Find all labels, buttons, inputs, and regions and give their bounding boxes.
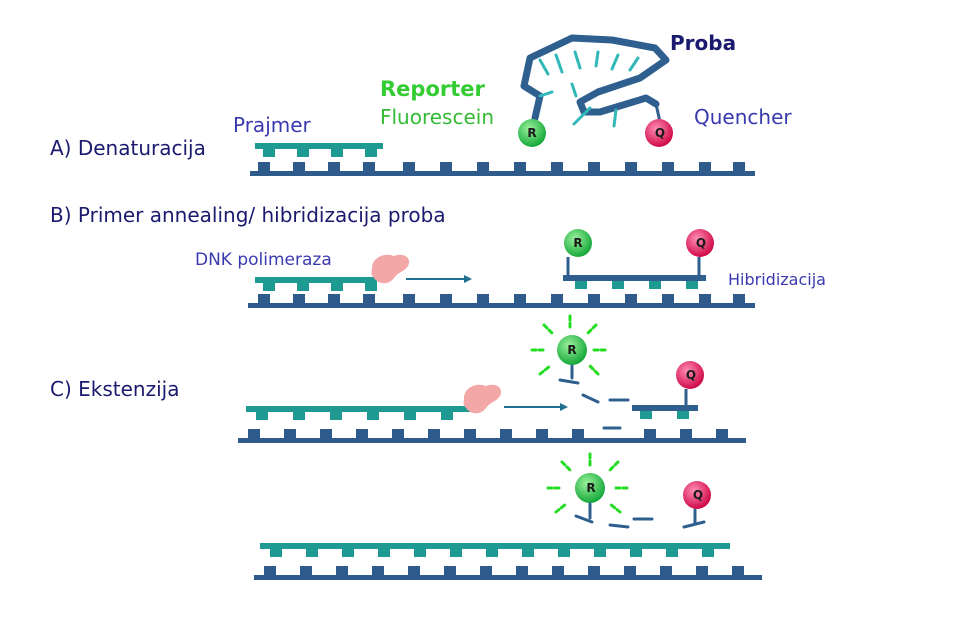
template-strand	[238, 429, 746, 443]
extended-strand	[246, 406, 476, 420]
probe-hybridized	[563, 257, 706, 289]
quencher-letter: Q	[686, 368, 696, 382]
extended-strand	[260, 543, 730, 557]
fluorescence-rays	[546, 452, 632, 514]
reporter-letter: R	[567, 343, 576, 357]
extension-arrow	[406, 275, 472, 283]
template-strand	[254, 566, 762, 580]
template-strand	[248, 294, 755, 308]
template-strand	[250, 162, 755, 176]
probe-remaining	[632, 389, 698, 419]
extension-arrow	[504, 403, 568, 411]
dnk-polimeraza-label: DNK polimeraza	[195, 250, 332, 270]
step-c-label: C) Ekstenzija	[50, 377, 179, 401]
reporter-label: Reporter	[380, 77, 486, 101]
reporter-dye: R	[518, 119, 546, 147]
section-b: B) Primer annealing/ hibridizacija proba…	[50, 203, 826, 308]
quencher-dye: Q	[645, 119, 673, 147]
step-b-label: B) Primer annealing/ hibridizacija proba	[50, 203, 446, 227]
reporter-letter: R	[586, 481, 595, 495]
section-a: R Q A) Denaturacija Prajmer Reporter Flu…	[50, 31, 792, 176]
hibridizacija-label: Hibridizacija	[728, 270, 826, 289]
section-c: C) Ekstenzija R	[50, 314, 746, 443]
reporter-dye: R	[564, 229, 592, 257]
quencher-letter: Q	[655, 126, 665, 140]
reporter-dye-released: R	[557, 335, 587, 365]
quencher-dye: Q	[686, 229, 714, 257]
proba-label: Proba	[670, 31, 736, 55]
polymerase-blob	[371, 254, 410, 284]
reporter-letter: R	[527, 126, 536, 140]
quencher-letter: Q	[696, 236, 706, 250]
fluorescein-label: Fluorescein	[380, 105, 494, 129]
quencher-dye: Q	[683, 481, 711, 509]
prajmer-label: Prajmer	[233, 113, 312, 137]
probe-fragments	[558, 364, 630, 430]
fluorescence-rays	[530, 314, 610, 376]
primer-strand	[255, 277, 377, 291]
reporter-dye-released: R	[575, 473, 605, 503]
primer-strand	[255, 143, 383, 157]
step-a-label: A) Denaturacija	[50, 136, 206, 160]
reporter-letter: R	[573, 236, 582, 250]
quencher-letter: Q	[693, 488, 703, 502]
quencher-dye: Q	[676, 361, 704, 389]
section-d: R Q	[254, 452, 762, 580]
polymerase-blob	[463, 384, 502, 414]
probe-folded	[520, 34, 670, 128]
probe-fragments	[574, 502, 706, 529]
quencher-label: Quencher	[694, 105, 792, 129]
